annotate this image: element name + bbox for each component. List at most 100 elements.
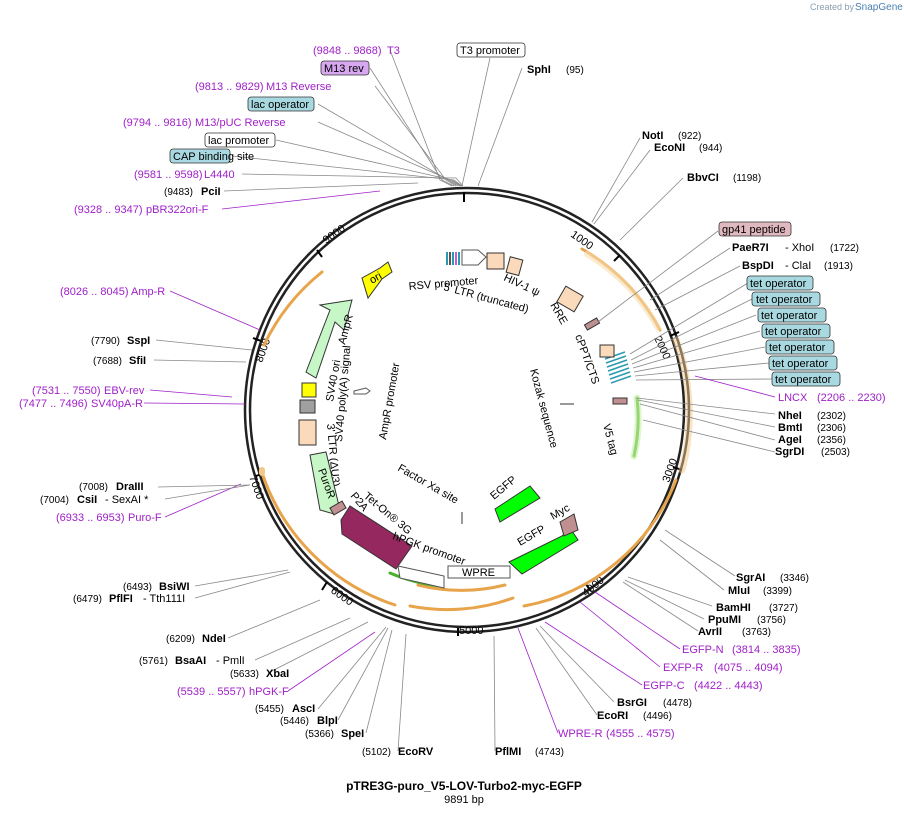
exfp-r-pos: (4075 .. 4094): [714, 662, 783, 674]
puro-f-label: Puro-F: [128, 512, 162, 524]
ori-arrow: [361, 261, 393, 300]
hpgk-f-label: hPGK-F: [249, 686, 289, 698]
ecori-pos: (4496): [643, 711, 672, 722]
clai-label: - ClaI: [785, 260, 811, 272]
pflmi-pos: (4743): [535, 747, 564, 758]
feature-arcs: [258, 247, 693, 612]
noti-pos: (922): [678, 131, 701, 142]
bspdi-label: BspDI: [742, 260, 774, 272]
agei-label: AgeI: [778, 434, 802, 446]
sv40pa-r-label: SV40pA-R: [91, 398, 143, 410]
ebv-rev-label: EBV-rev: [104, 385, 145, 397]
lac-operator-label: lac operator: [251, 99, 309, 111]
tet-operator-label: tet operator: [765, 326, 822, 338]
paer7i-label: PaeR7I: [732, 242, 769, 254]
m13puc-pos: (9794 .. 9816): [123, 117, 192, 129]
draiii-pos: (7008): [79, 482, 108, 493]
agei-pos: (2356): [817, 435, 846, 446]
pflfi-pos: (6479): [73, 594, 102, 605]
mlui-pos: (3399): [763, 586, 792, 597]
exfp-r-label: EXFP-R: [663, 662, 703, 674]
wpre-r-pos: (4555 .. 4575): [606, 728, 675, 740]
factor-xa-label: Factor Xa site: [396, 462, 461, 506]
avrii-pos: (3763): [742, 627, 771, 638]
puro-f-pos: (6933 .. 6953): [56, 512, 125, 524]
bamhi-pos: (3727): [769, 603, 798, 614]
bsrgi-label: BsrGI: [617, 697, 647, 709]
m13-reverse-label: M13 Reverse: [266, 81, 331, 93]
pcii-label: PciI: [201, 186, 221, 198]
bsiwi-label: BsiWI: [159, 581, 190, 593]
ampr-promoter-arrow: [353, 387, 371, 395]
plasmid-title: pTRE3G-puro_V5-LOV-Turbo2-myc-EGFP: [346, 779, 582, 793]
rre-box: [556, 285, 584, 313]
lac-promoter-label: lac promoter: [208, 135, 269, 147]
kozak-label: Kozak sequence: [527, 368, 560, 450]
egfp-label-2: EGFP: [516, 523, 548, 548]
bsaai-pos: (5761): [139, 656, 168, 667]
tth111i-label: - Tth111I: [143, 593, 185, 605]
bbvci-label: BbvCI: [687, 172, 719, 184]
pbr322-pos: (9328 .. 9347): [74, 204, 143, 216]
sexai-label: - SexAI *: [105, 494, 149, 506]
hiv-psi-label: HIV-1 ψ: [502, 272, 542, 299]
sgrdi-pos: (2503): [821, 447, 850, 458]
lncx-label: LNCX: [778, 392, 808, 404]
right-labels: NotI (922) EcoNI (944) BbvCI (1198) gp41…: [642, 130, 886, 458]
tet-operator-label: tet operator: [769, 342, 826, 354]
csii-pos: (7004): [40, 495, 69, 506]
ppumi-label: PpuMI: [708, 614, 741, 626]
egfp-arrow-2: [508, 527, 579, 575]
tet-operator-label: tet operator: [761, 310, 818, 322]
t3-pos: (9848 .. 9868): [313, 45, 382, 57]
m13-rev-label: M13 rev: [324, 63, 364, 75]
csii-label: CsiI: [77, 494, 97, 506]
ecorv-label: EcoRV: [398, 746, 434, 758]
asci-pos: (5455): [255, 704, 284, 715]
pmli-label: - PmlI: [216, 655, 245, 667]
sgrai-pos: (3346): [780, 573, 809, 584]
hpgk-f-pos: (5539 .. 5557): [177, 686, 246, 698]
sv40pa-r-pos: (7477 .. 7496): [19, 398, 88, 410]
blpi-pos: (5446): [280, 716, 309, 727]
pflfi-label: PflFI: [109, 593, 133, 605]
t3-label: T3: [387, 45, 400, 57]
cppt-label: cPPT/CTS: [572, 333, 601, 386]
sgrai-label: SgrAI: [736, 572, 765, 584]
egfp-c-label: EGFP-C: [643, 680, 685, 692]
paer7i-pos: (1722): [830, 243, 859, 254]
p2a-box: [329, 500, 347, 516]
tet-operator-label: tet operator: [772, 358, 829, 370]
myc-box: [559, 513, 579, 537]
hiv-psi-box: [505, 256, 524, 277]
pflmi-label: PflMI: [495, 746, 521, 758]
spei-pos: (5366): [305, 729, 334, 740]
tet-on-arrow: [340, 505, 413, 570]
v5-label: V5 tag: [600, 423, 620, 457]
rsv-arrow: [461, 249, 487, 266]
bsiwi-pos: (6493): [123, 582, 152, 593]
egfp-c-pos: (4422 .. 4443): [694, 680, 763, 692]
top-left-labels: (9848 .. 9868) T3 M13 rev (9813 .. 9829)…: [74, 45, 400, 216]
snapgene-logo: SnapGene: [855, 2, 903, 13]
inner-features: ori AmpR AmpR promoter SV40 ori SV40 pol…: [298, 249, 632, 589]
credit-text: Created by: [810, 2, 855, 12]
hpgk-arrow: [397, 565, 445, 589]
xbai-pos: (5633): [230, 669, 259, 680]
ltr3-box: [298, 419, 317, 446]
sspi-label: SspI: [127, 335, 150, 347]
ampr-arrow: [305, 299, 353, 379]
bmti-pos: (2306): [817, 423, 846, 434]
spei-label: SpeI: [341, 728, 364, 740]
sphi-label: SphI: [527, 64, 551, 76]
ndei-label: NdeI: [202, 633, 226, 645]
bmti-label: BmtI: [778, 422, 802, 434]
bsrgi-pos: (4478): [663, 698, 692, 709]
econi-label: EcoNI: [654, 142, 685, 154]
ndei-pos: (6209): [166, 634, 195, 645]
tet-operator-label: tet operator: [750, 278, 807, 290]
wpre-r-label: WPRE-R: [558, 728, 603, 740]
bbvci-pos: (1198): [733, 173, 761, 184]
amp-r-label: Amp-R: [131, 286, 165, 298]
wpre-arrow: [447, 565, 511, 579]
